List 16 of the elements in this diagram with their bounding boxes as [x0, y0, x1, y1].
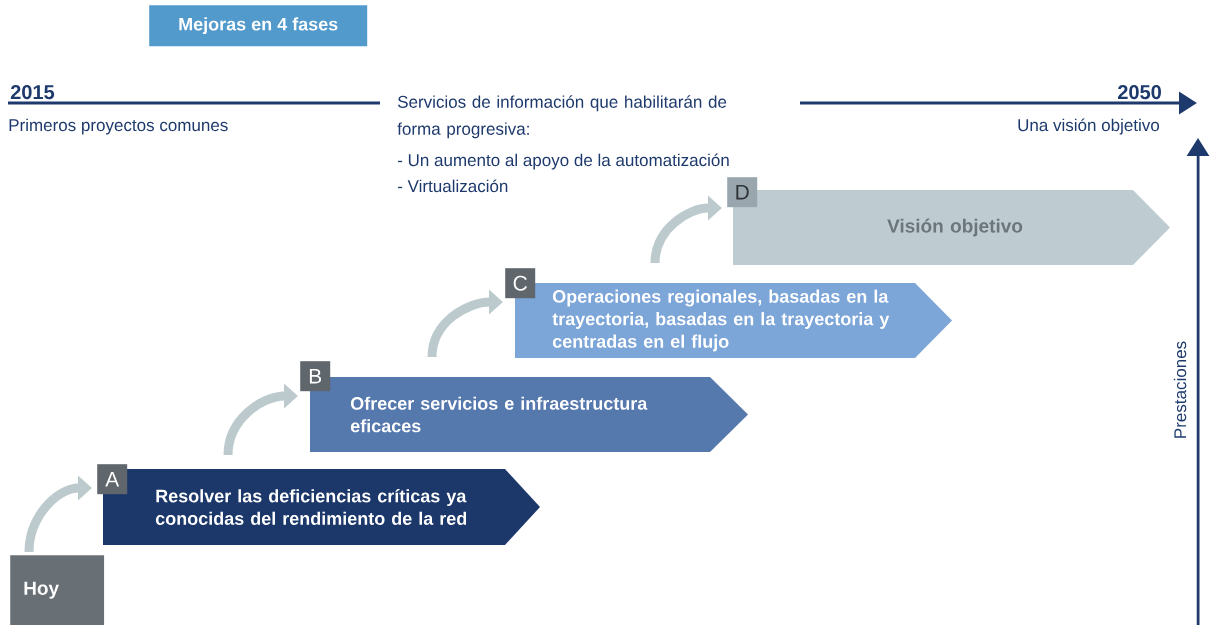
axis-label: Prestaciones [1173, 341, 1187, 438]
text-label: Una visión objetivo [1018, 118, 1160, 135]
title-box: Mejoras en 4 fases [149, 5, 368, 47]
curved-arrow [650, 195, 722, 264]
curved-arrow [427, 289, 503, 358]
year-label: 2015 [10, 85, 55, 100]
curved-arrow [223, 383, 298, 456]
text-label: Servicios de información que habilitarán de forma progresiva: [397, 95, 727, 139]
text-label: Primeros proyectos comunes [9, 118, 228, 135]
text-label: - Virtualización [397, 179, 508, 193]
start-box: Hoy [10, 555, 105, 625]
letter-badge: A [97, 464, 128, 495]
letter-badge: D [727, 177, 758, 208]
curved-arrow [24, 475, 92, 553]
year-label: 2050 [1118, 85, 1161, 100]
text-label: - Un aumento al apoyo de la automatización [397, 153, 729, 170]
